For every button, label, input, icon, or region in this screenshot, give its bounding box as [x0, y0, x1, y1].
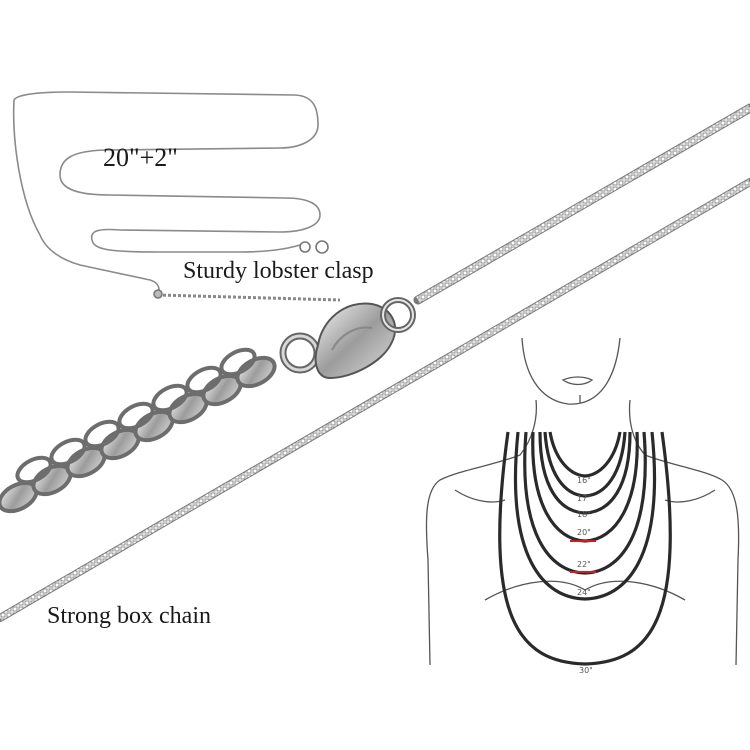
- size-label-17: 17": [577, 494, 591, 503]
- chain-type-label: Strong box chain: [47, 603, 211, 629]
- extension-chain: [0, 347, 277, 514]
- size-label-24: 24": [577, 588, 591, 597]
- size-label-20: 20": [577, 528, 591, 537]
- size-highlight-20: [570, 540, 596, 542]
- clasp-label: Sturdy lobster clasp: [183, 258, 374, 284]
- size-label-18: 18": [577, 510, 591, 519]
- length-label: 20"+2": [103, 143, 178, 172]
- size-label-30: 30": [579, 666, 593, 675]
- necklace-length-guides: [498, 431, 672, 666]
- lobster-clasp: [279, 297, 416, 380]
- upper-box-chain: [413, 103, 750, 305]
- coiled-necklace: [12, 91, 341, 302]
- lower-box-chain: [0, 178, 750, 622]
- mannequin-outline: [425, 337, 740, 666]
- size-highlight-22: [570, 571, 596, 573]
- size-label-22: 22": [577, 560, 591, 569]
- size-label-16: 16": [577, 476, 591, 485]
